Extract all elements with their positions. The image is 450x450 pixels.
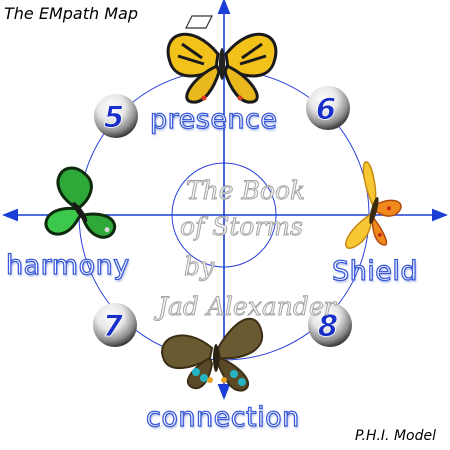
word-shield: Shield [331, 255, 419, 287]
number-orb-7: 7 [93, 303, 137, 347]
butterfly-top-icon [166, 32, 278, 104]
word-connection: connection [145, 401, 300, 433]
number-5-label: 5 [104, 100, 124, 134]
number-7-label: 7 [103, 309, 124, 343]
number-8-label: 8 [318, 309, 338, 343]
map-title: The EMpath Map [4, 4, 138, 23]
butterfly-right-icon [345, 161, 402, 249]
butterfly-bottom-icon [161, 317, 264, 392]
butterfly-left-icon [44, 166, 117, 239]
center-text-line1: The Book [186, 176, 306, 206]
number-orb-6: 6 [306, 86, 350, 130]
number-orb-8: 8 [308, 303, 352, 347]
word-presence: presence [149, 103, 278, 135]
number-orb-5: 5 [94, 94, 138, 138]
center-text-line3: by [184, 252, 215, 282]
center-text-line4: Jad Alexander [158, 292, 336, 322]
diamond-icon [185, 15, 213, 29]
center-text-line2: of Storms [180, 212, 304, 242]
model-label: P.H.I. Model [354, 428, 436, 444]
number-6-label: 6 [316, 92, 336, 126]
word-harmony: harmony [5, 249, 130, 281]
